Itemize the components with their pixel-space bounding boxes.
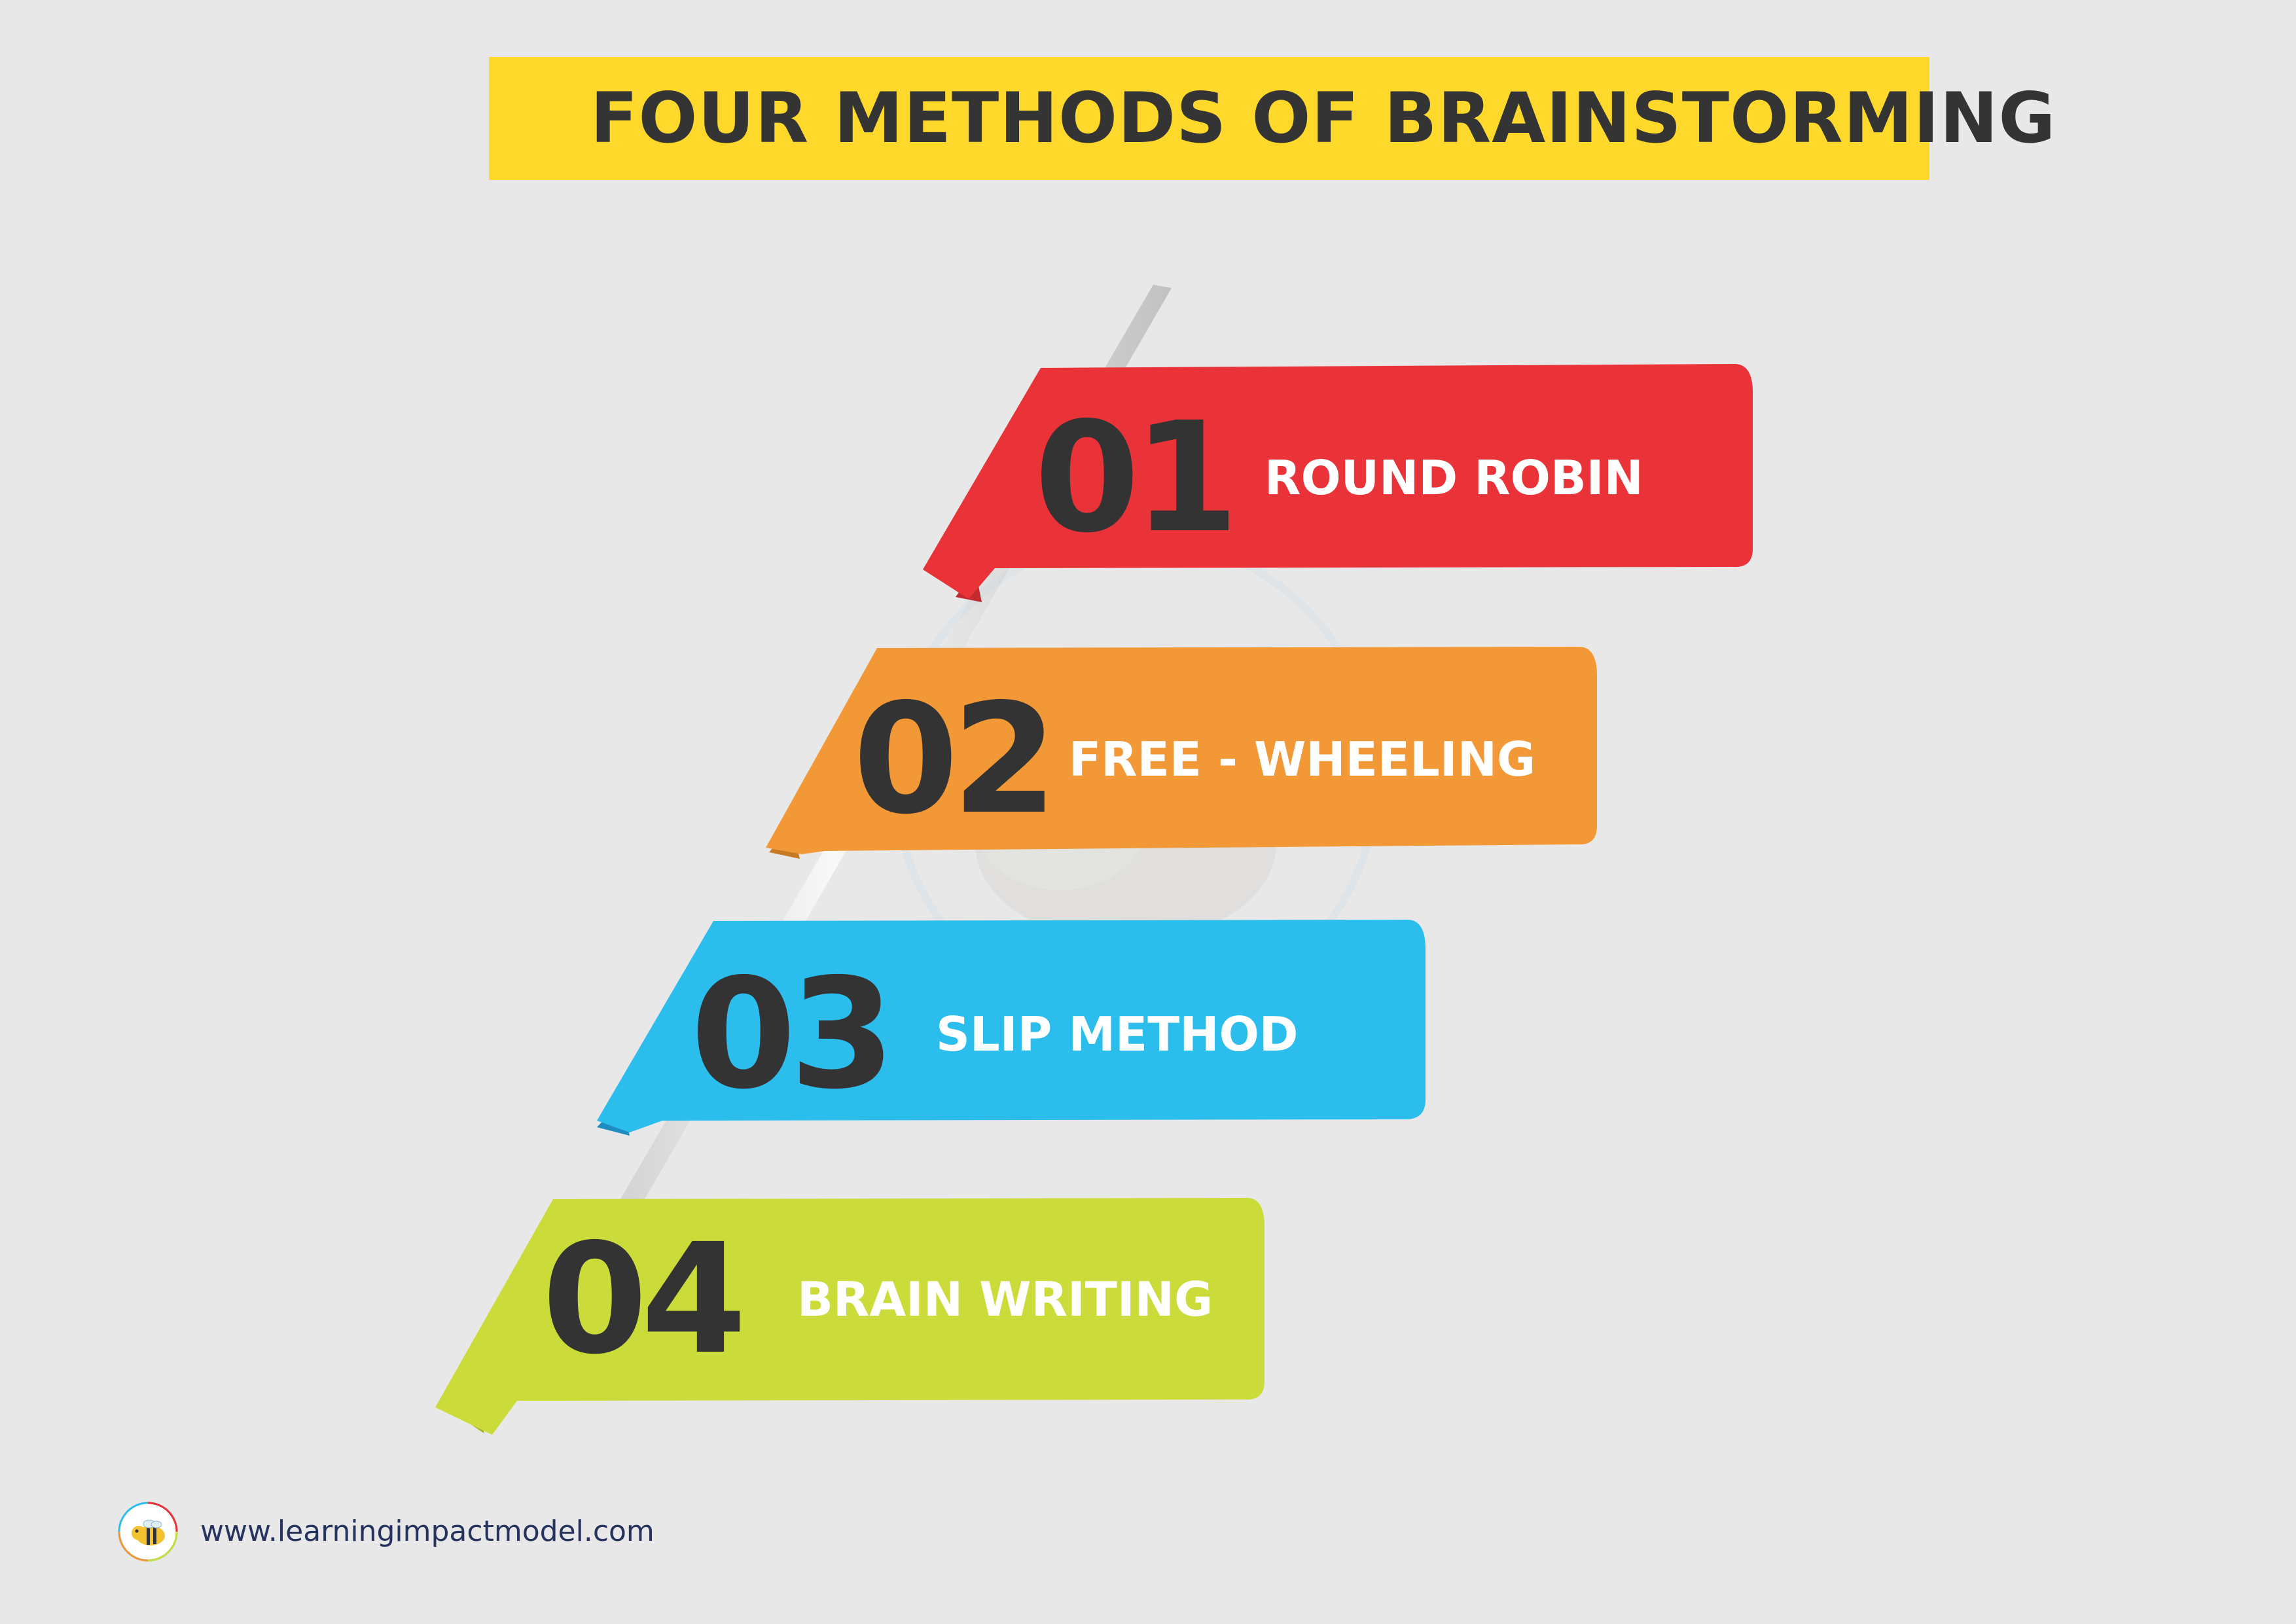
method-number: 01: [1034, 389, 1239, 566]
method-label: ROUND ROBIN: [1265, 450, 1643, 505]
method-label: FREE - WHEELING: [1069, 732, 1536, 787]
bee-logo-icon: [118, 1502, 178, 1562]
method-number: 04: [542, 1211, 747, 1388]
method-item-02: 02 FREE - WHEELING: [853, 658, 1592, 861]
ribbon-02: [766, 647, 1597, 859]
method-label: BRAIN WRITING: [797, 1272, 1213, 1327]
method-label: SLIP METHOD: [936, 1007, 1299, 1062]
method-item-03: 03 SLIP METHOD: [691, 933, 1424, 1136]
website-url: www.learningimpactmodel.com: [200, 1515, 655, 1548]
title-banner: FOUR METHODS OF BRAINSTORMING: [489, 57, 2055, 180]
method-item-04: 04 BRAIN WRITING: [542, 1198, 1262, 1401]
ribbon-01: [923, 364, 1753, 602]
page-title: FOUR METHODS OF BRAINSTORMING: [590, 78, 2056, 158]
ribbon-03: [597, 920, 1426, 1136]
method-number: 02: [853, 671, 1058, 848]
method-number: 03: [691, 946, 895, 1123]
method-item-01: 01 ROUND ROBIN: [1034, 376, 1748, 579]
ribbon-04: [435, 1198, 1265, 1435]
